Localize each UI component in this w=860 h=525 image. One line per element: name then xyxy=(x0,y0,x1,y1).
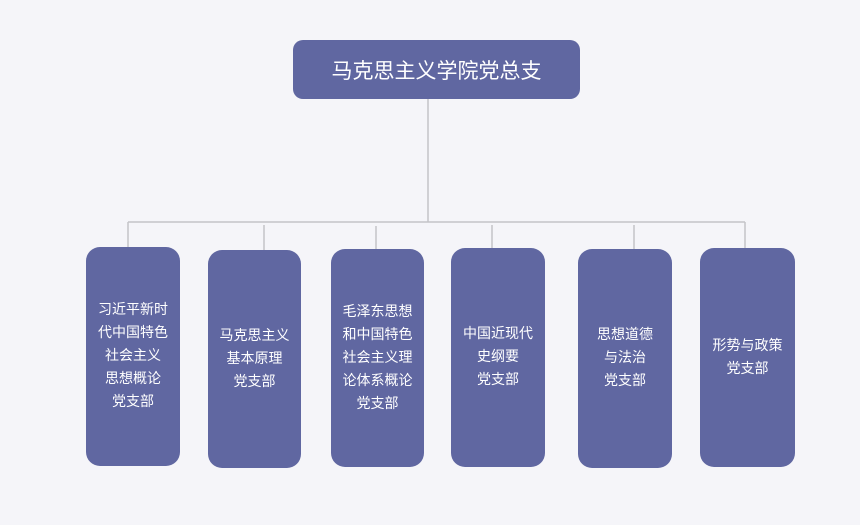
child-node-mao-thought: 毛泽东思想 和中国特色 社会主义理 论体系概论 党支部 xyxy=(331,249,424,467)
child-node-morality-law: 思想道德 与法治 党支部 xyxy=(578,249,672,468)
child-node-xi-thought: 习近平新时 代中国特色 社会主义 思想概论 党支部 xyxy=(86,247,180,466)
child-node-marxism-principles: 马克思主义 基本原理 党支部 xyxy=(208,250,301,468)
root-node: 马克思主义学院党总支 xyxy=(293,40,580,99)
child-node-situation-policy: 形势与政策 党支部 xyxy=(700,248,795,467)
child-node-modern-history: 中国近现代 史纲要 党支部 xyxy=(451,248,545,467)
